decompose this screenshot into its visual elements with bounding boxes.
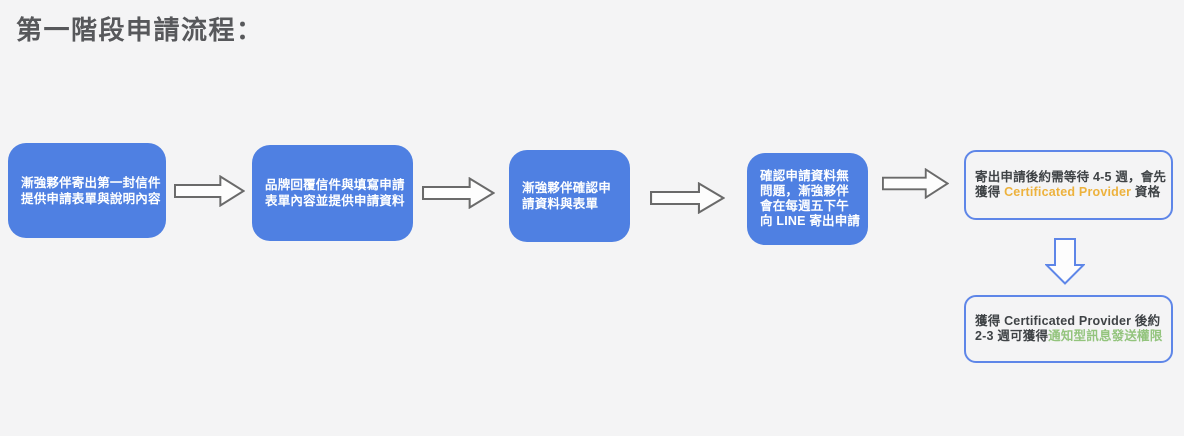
step-text-line: 向 LINE 寄出申請 — [760, 214, 861, 228]
flow-arrow-right-icon — [882, 168, 949, 199]
result-text: 2-3 週可獲得 — [975, 329, 1049, 343]
highlighted-text: 通知型訊息發送權限 — [1048, 329, 1163, 343]
flow-arrow-right-icon — [422, 177, 495, 209]
result-text-line: 獲得 Certificated Provider 資格 — [975, 185, 1167, 200]
step-text-line: 確認申請資料無 — [760, 169, 849, 183]
step-text-line: 提供申請表單與說明內容 — [21, 191, 161, 206]
flow-step-2: 品牌回覆信件與填寫申請 表單內容並提供申請資料 — [252, 145, 413, 241]
step-text-line: 問題，漸強夥伴 — [760, 184, 849, 198]
step-text-line: 會在每週五下午 — [760, 199, 849, 213]
step-text-line: 品牌回覆信件與填寫申請 — [265, 178, 405, 192]
result-text: 資格 — [1131, 185, 1161, 199]
step-text-line: 漸強夥伴確認申 — [522, 181, 611, 195]
result-text-line: 獲得 Certificated Provider 後約 — [975, 314, 1167, 329]
result-box-1: 寄出申請後約需等待 4-5 週，會先獲得 Certificated Provid… — [964, 150, 1173, 220]
flow-arrow-down-icon — [1045, 238, 1085, 285]
flow-step-4: 確認申請資料無 問題，漸強夥伴 會在每週五下午 向 LINE 寄出申請 — [747, 153, 868, 245]
step-text-line: 表單內容並提供申請資料 — [265, 194, 405, 208]
result-text-line: 2-3 週可獲得通知型訊息發送權限 — [975, 329, 1167, 344]
step-text-line: 漸強夥伴寄出第一封信件 — [21, 175, 161, 190]
result-text: 獲得 Certificated Provider 後約 — [975, 314, 1161, 328]
flow-step-1: 漸強夥伴寄出第一封信件 提供申請表單與說明內容 — [8, 143, 166, 238]
flow-arrow-right-icon — [650, 182, 725, 214]
result-text: 寄出申請後約需等待 4-5 週，會先 — [975, 170, 1167, 184]
step-text-line: 請資料與表單 — [522, 197, 599, 211]
diagram-title: 第一階段申請流程： — [16, 15, 264, 45]
highlighted-text: Certificated Provider — [1004, 185, 1132, 199]
result-text: 獲得 — [975, 185, 1005, 199]
flow-arrow-right-icon — [174, 175, 245, 207]
flow-step-3: 漸強夥伴確認申 請資料與表單 — [509, 150, 630, 242]
result-text-line: 寄出申請後約需等待 4-5 週，會先 — [975, 170, 1167, 185]
